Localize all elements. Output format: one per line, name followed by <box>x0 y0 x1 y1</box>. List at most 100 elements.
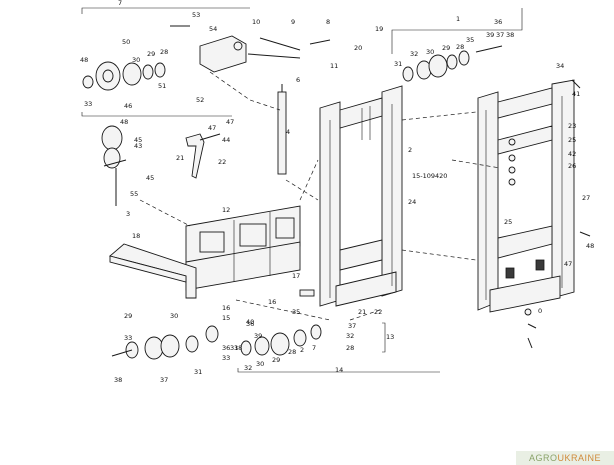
label: 7 <box>312 344 316 352</box>
label: 45 <box>134 136 142 144</box>
label: 32 <box>410 50 418 58</box>
label: 4 <box>286 128 290 136</box>
lift-cylinder <box>277 84 287 175</box>
label: 47 <box>564 260 572 268</box>
label: 37 <box>160 376 168 384</box>
pulley-cluster-top <box>82 61 166 91</box>
label: 24 <box>408 198 416 206</box>
top-bracket <box>199 35 301 73</box>
label: 21 <box>176 154 184 162</box>
label: 31 <box>394 60 402 68</box>
label: 38 <box>506 31 514 39</box>
label: 28 <box>288 348 296 356</box>
label: 29 <box>147 50 155 58</box>
label: 43 <box>134 142 142 150</box>
label: 38 <box>234 344 242 352</box>
label: 13 <box>386 333 394 341</box>
label: 36 <box>246 320 254 328</box>
small-parts <box>170 25 591 349</box>
outer-mast <box>477 79 575 313</box>
assembly-dash-lines <box>139 71 501 321</box>
label: 16 <box>268 298 276 306</box>
label: 30 <box>426 48 434 56</box>
label: 27 <box>582 194 590 202</box>
label: 20 <box>354 44 362 52</box>
label: 28 <box>346 344 354 352</box>
label: 1 <box>456 15 460 23</box>
label: 54 <box>209 25 217 33</box>
label: 30 <box>170 312 178 320</box>
label: 33 <box>124 334 132 342</box>
label: 15 <box>222 314 230 322</box>
label: 47 <box>208 124 216 132</box>
label: 38 <box>114 376 122 384</box>
label: 29 <box>124 312 132 320</box>
label: 19 <box>375 25 383 33</box>
label: 8 <box>326 18 330 26</box>
label: 46 <box>124 102 132 110</box>
label: 42 <box>568 150 576 158</box>
label: 41 <box>572 90 580 98</box>
watermark-logo: AGRO UKRAINE <box>516 451 614 465</box>
label: 29 <box>442 44 450 52</box>
label: 39 <box>486 31 494 39</box>
label: 36 <box>494 18 502 26</box>
label: 22 <box>218 158 226 166</box>
label: 39 <box>254 332 262 340</box>
label: 31 <box>194 368 202 376</box>
label: 11 <box>330 62 338 70</box>
label: 50 <box>122 38 130 46</box>
label: 6 <box>296 76 300 84</box>
label: 52 <box>196 96 204 104</box>
pulley-cluster-bottom <box>111 324 322 360</box>
label: 25 <box>568 136 576 144</box>
watermark-part1: AGRO <box>528 453 558 463</box>
label: 32 <box>346 332 354 340</box>
label: 28 <box>456 43 464 51</box>
label: 25 <box>504 218 512 226</box>
label: 9 <box>291 18 295 26</box>
label: 33 <box>84 100 92 108</box>
label: 30 <box>132 56 140 64</box>
watermark-part2: UKRAINE <box>557 453 602 463</box>
label: 29 <box>272 356 280 364</box>
carriage <box>185 205 301 291</box>
label: 22 <box>374 308 382 316</box>
pulley-cluster-right <box>402 45 503 82</box>
label: 45 <box>146 174 154 182</box>
label: 23 <box>568 122 576 130</box>
label: 10 <box>252 18 260 26</box>
label: 18 <box>132 232 140 240</box>
label: 7 <box>118 0 122 7</box>
label: 37 <box>348 322 356 330</box>
label: 35 <box>292 308 300 316</box>
label: 33 <box>222 354 230 362</box>
label: 36 <box>222 344 230 352</box>
label: 12 <box>222 206 230 214</box>
label: 15-109420 <box>412 172 447 180</box>
group-brackets <box>81 7 523 373</box>
label: 40 <box>246 318 254 326</box>
label: 35 <box>466 36 474 44</box>
inner-mast <box>319 85 403 307</box>
label: 2 <box>300 346 304 354</box>
part-labels: 7 53 54 10 9 8 19 20 11 1 36 39 37 38 50… <box>80 0 594 384</box>
label: 48 <box>586 242 594 250</box>
label: 34 <box>556 62 564 70</box>
label: 55 <box>130 190 138 198</box>
fork <box>109 243 197 299</box>
chain-anchor-group <box>101 125 221 206</box>
label: 31 <box>230 344 238 352</box>
label: 28 <box>160 48 168 56</box>
label: 14 <box>335 366 343 374</box>
label: 44 <box>222 136 230 144</box>
label: 51 <box>158 82 166 90</box>
label: 37 <box>496 31 504 39</box>
label: 48 <box>80 56 88 64</box>
label: 30 <box>256 360 264 368</box>
label: 32 <box>244 364 252 372</box>
label: 3 <box>126 210 130 218</box>
label: 21 <box>358 308 366 316</box>
label: 0 <box>538 307 542 315</box>
label: 16 <box>222 304 230 312</box>
